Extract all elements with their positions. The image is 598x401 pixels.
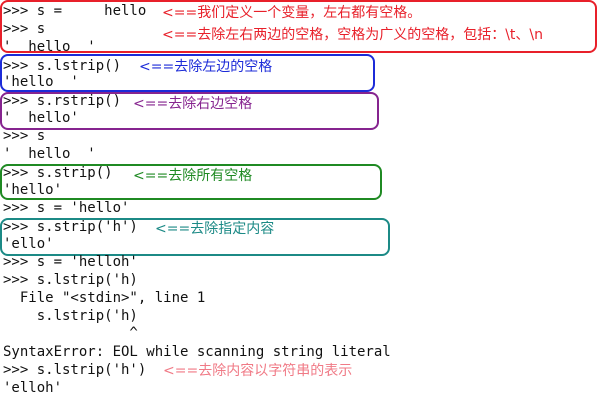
terminal-line: 'elloh' <box>3 380 63 396</box>
annotation-strip-both: <==去除左右两边的空格，空格为广义的空格，包括：\t、\n <box>162 27 543 43</box>
terminal-line: >>> s.strip('h') <box>3 219 138 235</box>
terminal-line: >>> s.lstrip('h') <box>3 362 147 378</box>
terminal-line: >>> s.lstrip() <box>3 58 122 74</box>
terminal-line: 'hello' <box>3 182 63 198</box>
annotation-strip-all: <==去除所有空格 <box>133 168 253 184</box>
annotation-strip-chars: <==去除指定内容 <box>155 221 275 237</box>
terminal-line: >>> <box>3 397 37 401</box>
annotation-box-strip <box>0 164 382 200</box>
terminal-line: File "<stdin>", line 1 <box>3 290 206 306</box>
terminal-line: SyntaxError: EOL while scanning string l… <box>3 344 391 360</box>
terminal-line: s.lstrip('h) <box>3 308 138 324</box>
terminal-line: ^ <box>3 325 138 341</box>
annotation-define-var: <==我们定义一个变量，左右都有空格。 <box>162 5 422 21</box>
terminal-line: >>> s <box>3 128 46 144</box>
annotation-box-lstrip <box>0 54 375 92</box>
terminal-line: >>> s = hello <box>3 3 164 19</box>
terminal-line: ' hello ' <box>3 39 96 55</box>
terminal-line: ' hello ' <box>3 146 96 162</box>
annotation-box-rstrip <box>0 92 379 130</box>
terminal-line: 'hello ' <box>3 74 79 90</box>
terminal-line: >>> s.strip() <box>3 165 113 181</box>
annotation-string-repr: <==去除内容以字符串的表示 <box>163 363 353 379</box>
annotation-box-define <box>0 0 597 53</box>
terminal-line: 'ello' <box>3 236 54 252</box>
annotation-box-strip-chars <box>0 218 390 256</box>
terminal-line: >>> s = 'hello' <box>3 200 130 216</box>
terminal-line: >>> s.lstrip('h) <box>3 272 138 288</box>
annotation-lstrip: <==去除左边的空格 <box>139 59 273 75</box>
terminal-line: >>> s = 'helloh' <box>3 254 138 270</box>
terminal-line: >>> s <box>3 21 46 37</box>
annotation-rstrip: <==去除右边空格 <box>133 96 253 112</box>
terminal-line: >>> s.rstrip() <box>3 93 122 109</box>
terminal-line: ' hello' <box>3 110 79 126</box>
